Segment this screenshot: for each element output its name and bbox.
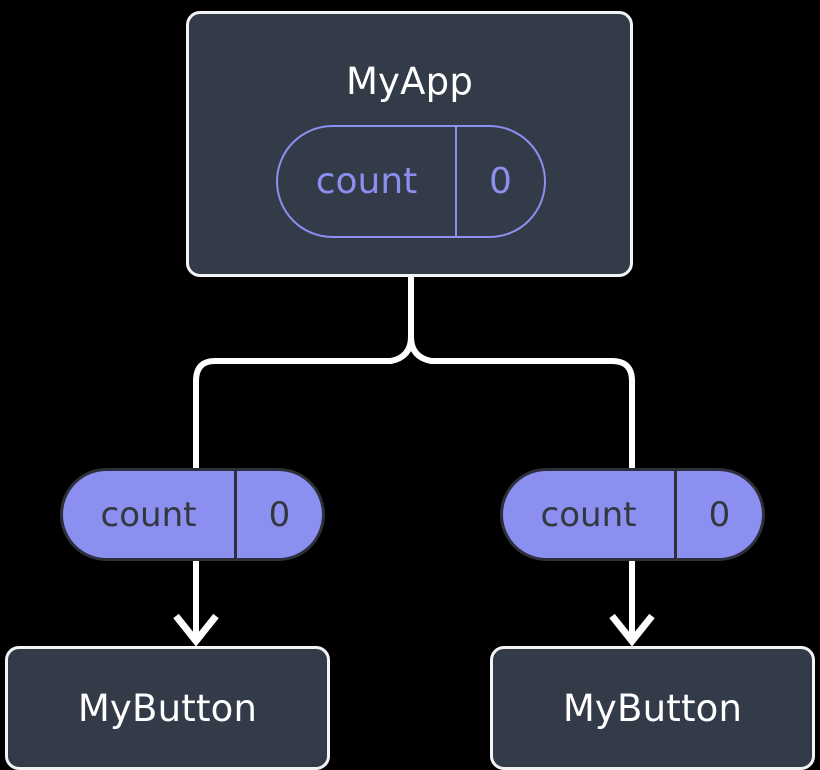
- state-pill-key: count: [63, 471, 237, 558]
- state-pill-key: count: [278, 127, 457, 236]
- arrowhead-right: [609, 613, 655, 647]
- state-pill-right-branch[interactable]: count 0: [500, 468, 765, 561]
- component-node-mybutton-right[interactable]: MyButton: [490, 646, 815, 770]
- component-title-myapp: MyApp: [345, 60, 474, 103]
- state-pill-value: 0: [489, 160, 512, 202]
- state-pill-value: 0: [268, 494, 291, 535]
- state-pill-myapp[interactable]: count 0: [276, 125, 546, 238]
- component-title-mybutton-right: MyButton: [562, 686, 743, 730]
- state-pill-value: 0: [708, 494, 731, 535]
- arrowhead-left: [173, 613, 219, 647]
- state-pill-key: count: [503, 471, 677, 558]
- component-node-mybutton-left[interactable]: MyButton: [5, 646, 330, 770]
- connector-root-to-branches: [193, 274, 414, 471]
- connector-root-to-branches-right: [408, 274, 635, 471]
- state-pill-left-branch[interactable]: count 0: [60, 468, 325, 561]
- component-title-mybutton-left: MyButton: [77, 686, 258, 730]
